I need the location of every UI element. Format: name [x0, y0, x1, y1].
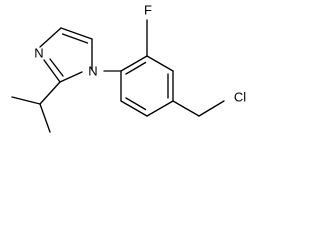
- bond-c2-n1: [59, 71, 83, 83]
- bond-ar-inner-1: [125, 61, 147, 75]
- molecule-structure: N N F Cl: [11, 2, 246, 133]
- bond-c2-ch: [39, 81, 61, 105]
- isopropyl-group: [11, 81, 61, 133]
- bond-n3-c2: [43, 59, 61, 83]
- bond-ar-inner-3: [125, 97, 147, 111]
- bond-n3-c2-inner: [49, 58, 64, 77]
- atom-label-n1: N: [88, 63, 97, 78]
- atom-label-n3: N: [34, 45, 43, 60]
- chloromethyl-group: [172, 100, 225, 117]
- structure-canvas: N N F Cl: [0, 0, 270, 137]
- bond-ar1-ar2: [120, 55, 148, 72]
- atom-label-fluorine: F: [144, 2, 152, 17]
- atom-labels: N N F Cl: [34, 2, 246, 104]
- bond-ar2-ar3: [146, 55, 174, 72]
- bond-c4-n3: [39, 27, 62, 48]
- bond-ch-methyl-left: [11, 96, 41, 105]
- bond-ar-ch2: [172, 100, 200, 117]
- bond-ch2-cl: [198, 100, 225, 117]
- bond-ar5-ar6: [120, 100, 148, 117]
- atom-label-chlorine: Cl: [234, 89, 246, 104]
- bond-c5-c4: [60, 27, 93, 40]
- bond-c5-c4-inner: [61, 33, 89, 44]
- phenyl-ring: [120, 55, 174, 117]
- bond-ch-methyl-right: [39, 103, 51, 133]
- bond-ar4-ar5: [146, 100, 174, 117]
- imidazole-ring: [39, 27, 93, 83]
